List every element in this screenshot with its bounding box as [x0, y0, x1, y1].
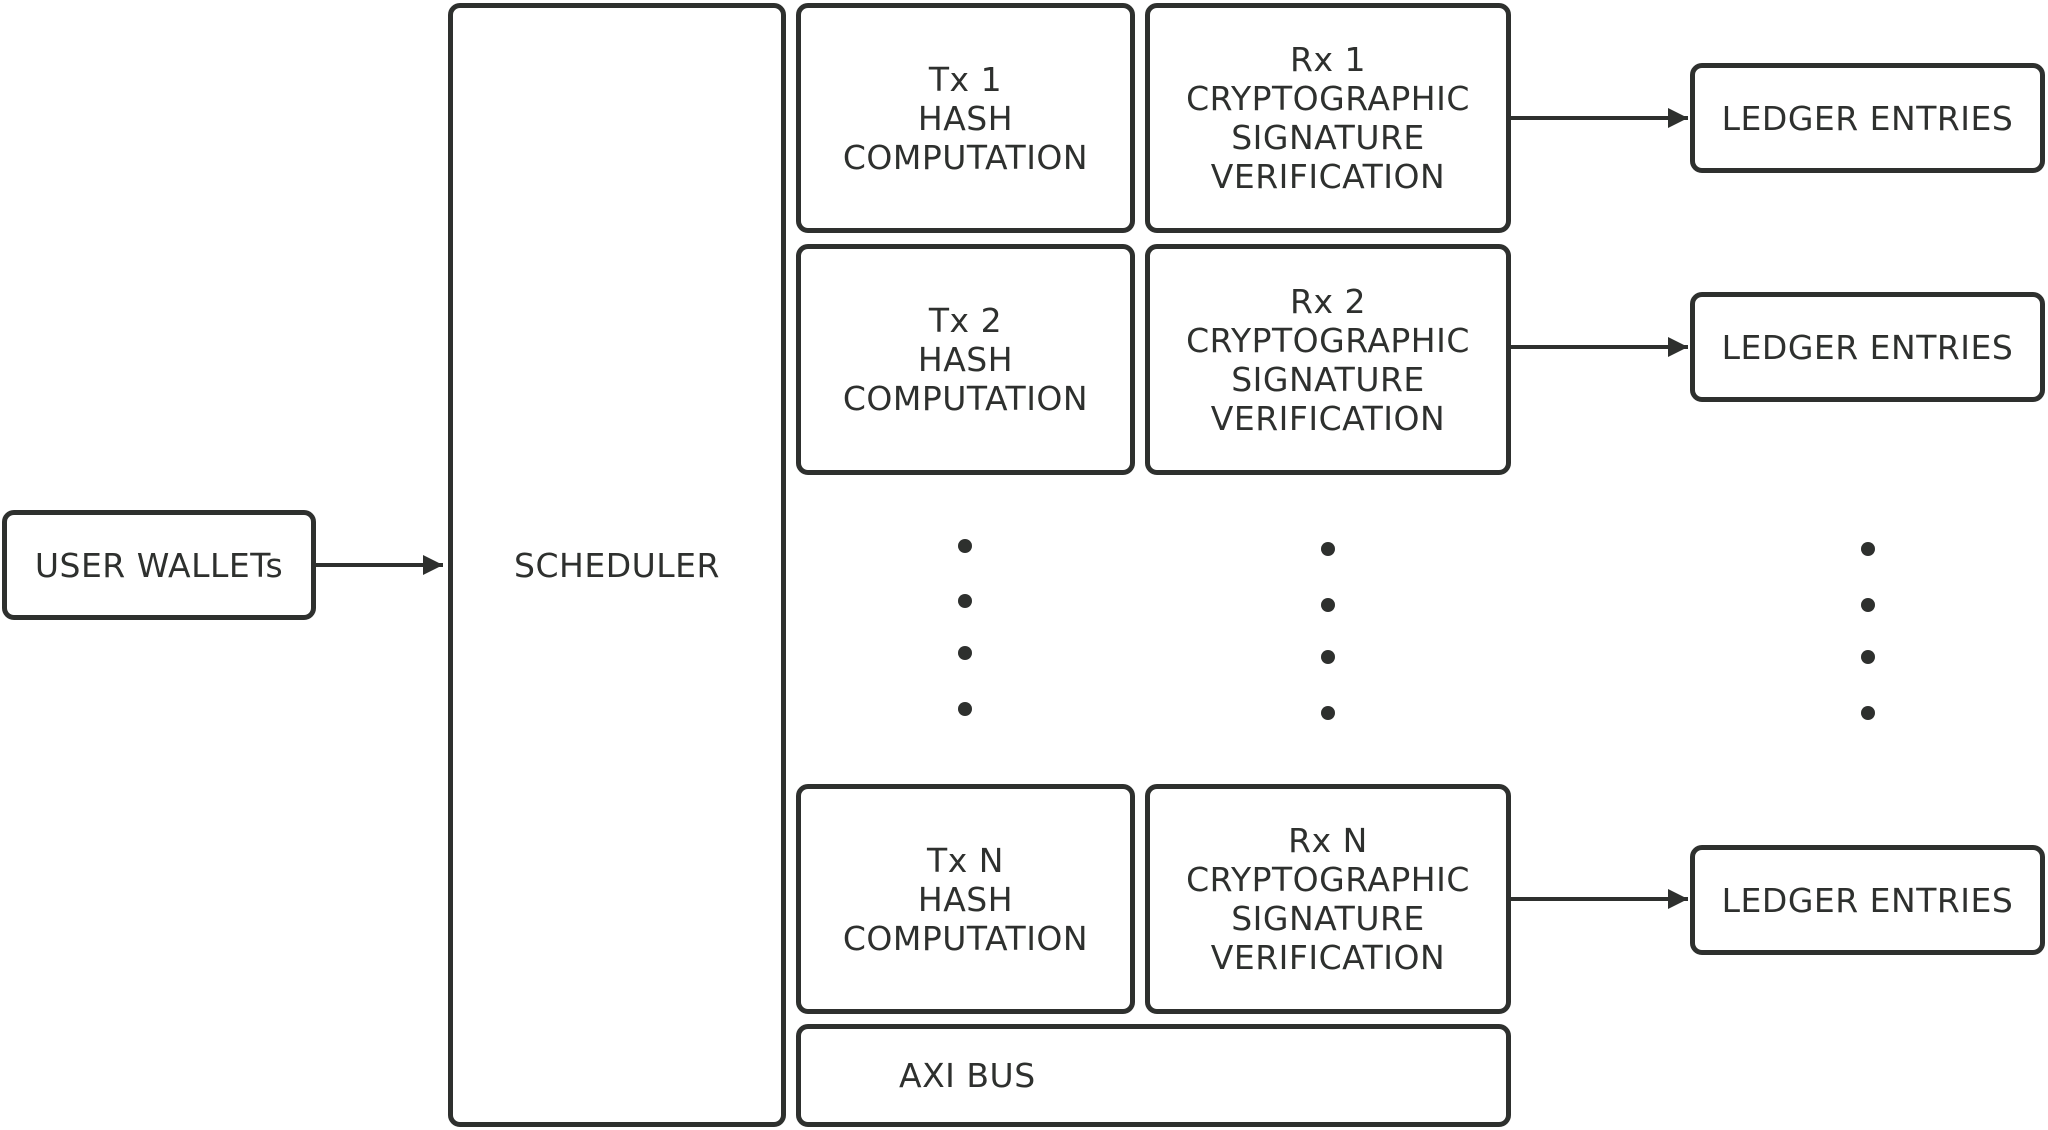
rx-n-line2: CRYPTOGRAPHIC	[1186, 860, 1470, 899]
rx-2-line4: VERIFICATION	[1210, 398, 1446, 438]
ledger-entries-n-box: LEDGER ENTRIES	[1690, 845, 2045, 955]
user-wallets-label: USER WALLETs	[34, 545, 284, 585]
rx-1-verification-box: Rx 1 CRYPTOGRAPHIC SIGNATURE VERIFICATIO…	[1145, 3, 1511, 233]
rx-2-verification-box: Rx 2 CRYPTOGRAPHIC SIGNATURE VERIFICATIO…	[1145, 244, 1511, 475]
rx-n-id: Rx N	[1288, 821, 1368, 860]
ledger-entries-2-label: LEDGER ENTRIES	[1721, 327, 2014, 367]
rx-2-line3: SIGNATURE	[1231, 359, 1425, 399]
ellipsis-rx-column	[1321, 542, 1335, 720]
rx-1-line4: VERIFICATION	[1210, 157, 1446, 196]
tx-n-line2: HASH	[917, 879, 1014, 919]
ledger-entries-1-label: LEDGER ENTRIES	[1721, 98, 2014, 138]
rx-n-line3: SIGNATURE	[1231, 899, 1425, 938]
ledger-entries-2-box: LEDGER ENTRIES	[1690, 292, 2045, 402]
scheduler-box: SCHEDULER	[448, 3, 786, 1127]
rx-2-line2: CRYPTOGRAPHIC	[1186, 320, 1470, 360]
ledger-entries-n-label: LEDGER ENTRIES	[1721, 880, 2014, 920]
tx-2-line3: COMPUTATION	[842, 379, 1089, 418]
rx-1-line2: CRYPTOGRAPHIC	[1186, 79, 1470, 118]
rx-n-line4: VERIFICATION	[1210, 938, 1446, 977]
ledger-entries-1-box: LEDGER ENTRIES	[1690, 63, 2045, 173]
rx-1-line3: SIGNATURE	[1231, 118, 1425, 157]
tx-n-hash-box: Tx N HASH COMPUTATION	[796, 784, 1135, 1014]
axi-bus-label: AXI BUS	[899, 1056, 1036, 1095]
tx-1-line3: COMPUTATION	[842, 137, 1089, 177]
tx-1-id: Tx 1	[928, 59, 1003, 99]
tx-n-line3: COMPUTATION	[842, 918, 1089, 958]
rx-2-id: Rx 2	[1290, 281, 1366, 321]
tx-1-line2: HASH	[917, 98, 1014, 138]
user-wallets-box: USER WALLETs	[2, 510, 316, 620]
ellipsis-ledger-column	[1861, 542, 1875, 720]
tx-2-line2: HASH	[917, 340, 1014, 379]
axi-bus-box: AXI BUS	[796, 1024, 1511, 1127]
ellipsis-tx-column	[958, 539, 972, 716]
rx-n-verification-box: Rx N CRYPTOGRAPHIC SIGNATURE VERIFICATIO…	[1145, 784, 1511, 1014]
scheduler-label: SCHEDULER	[514, 545, 720, 585]
tx-2-id: Tx 2	[928, 301, 1003, 340]
tx-n-id: Tx N	[927, 840, 1004, 880]
tx-1-hash-box: Tx 1 HASH COMPUTATION	[796, 3, 1135, 233]
rx-1-id: Rx 1	[1290, 40, 1366, 79]
tx-2-hash-box: Tx 2 HASH COMPUTATION	[796, 244, 1135, 475]
